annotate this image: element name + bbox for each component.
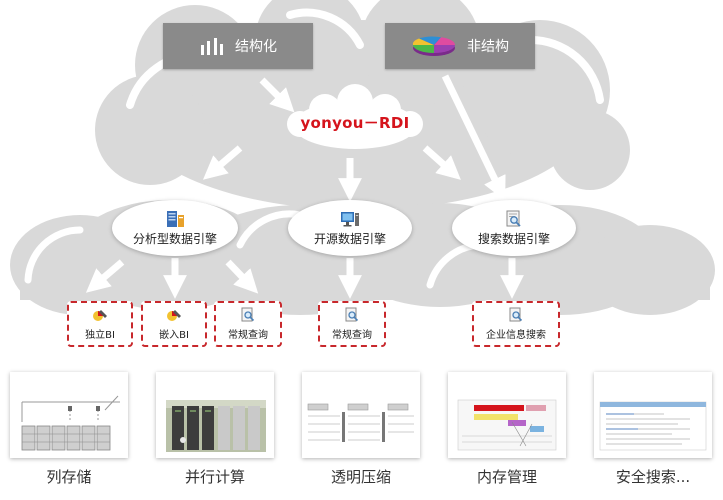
search-document-icon	[241, 307, 255, 322]
analytic-engine-label: 分析型数据引擎	[132, 231, 217, 246]
compression-table-illustration	[307, 403, 414, 442]
feature-label-memory-management: 内存管理	[476, 468, 537, 486]
thumb-memory-management	[448, 372, 566, 458]
open-source-engine: 开源数据引擎	[288, 200, 412, 256]
bi-tools-icon	[93, 310, 107, 321]
memory-gantt-illustration	[457, 399, 557, 451]
thumb-parallel-computing	[156, 372, 274, 458]
thumb-column-storage	[10, 372, 128, 458]
search-results-illustration	[599, 401, 707, 451]
open-source-engine-label: 开源数据引擎	[313, 231, 386, 246]
search-engine-label: 搜索数据引擎	[477, 231, 550, 246]
regular-query-box-2: 常规查询	[318, 301, 386, 347]
feature-label-parallel-computing: 并行计算	[184, 468, 245, 486]
unstructured-label: 非结构	[467, 39, 509, 55]
structured-source-box: 结构化	[163, 23, 313, 69]
regular-query-label-1: 常规查询	[228, 330, 268, 341]
search-document-icon	[509, 307, 523, 322]
brand-logo-text: yonyou－RDI	[300, 114, 410, 132]
feature-label-transparent-compression: 透明压缩	[330, 468, 391, 486]
structured-label: 结构化	[235, 39, 277, 55]
regular-query-label-2: 常规查询	[332, 330, 372, 341]
unstructured-source-box: 非结构	[385, 23, 535, 69]
thumb-transparent-compression	[302, 372, 420, 458]
thumb-secure-search	[594, 372, 712, 458]
server-racks-illustration	[166, 400, 266, 452]
analytic-engine: 分析型数据引擎	[112, 200, 238, 256]
feature-label-secure-search: 安全搜索...	[615, 468, 691, 486]
arrow-rdi-to-search	[422, 145, 461, 180]
arrow-to-query-1	[225, 259, 259, 294]
enterprise-search-box: 企业信息搜索	[472, 301, 560, 347]
embedded-bi-box: 嵌入BI	[141, 301, 207, 347]
pie-chart-icon	[412, 36, 456, 56]
arrow-unstructured-to-search	[441, 74, 506, 201]
computer-icon	[341, 211, 359, 226]
search-document-icon	[506, 210, 521, 227]
column-storage-illustration	[21, 395, 120, 451]
bars-icon	[201, 38, 223, 55]
search-document-icon	[345, 307, 359, 322]
embedded-bi-label: 嵌入BI	[159, 330, 189, 341]
bi-tools-icon	[167, 310, 181, 321]
standalone-bi-box: 独立BI	[67, 301, 133, 347]
arrow-structured-to-rdi	[259, 77, 295, 113]
regular-query-box-1: 常规查询	[214, 301, 282, 347]
feature-label-column-storage: 列存储	[46, 468, 92, 486]
database-server-icon	[167, 210, 184, 227]
search-engine: 搜索数据引擎	[452, 200, 576, 256]
arrow-rdi-to-analytic	[202, 145, 243, 180]
arrow-to-standalone-bi	[85, 259, 125, 293]
flow-arrows	[85, 74, 524, 299]
standalone-bi-label: 独立BI	[85, 330, 115, 341]
enterprise-search-label: 企业信息搜索	[486, 330, 546, 341]
brand-cloud	[287, 84, 423, 149]
